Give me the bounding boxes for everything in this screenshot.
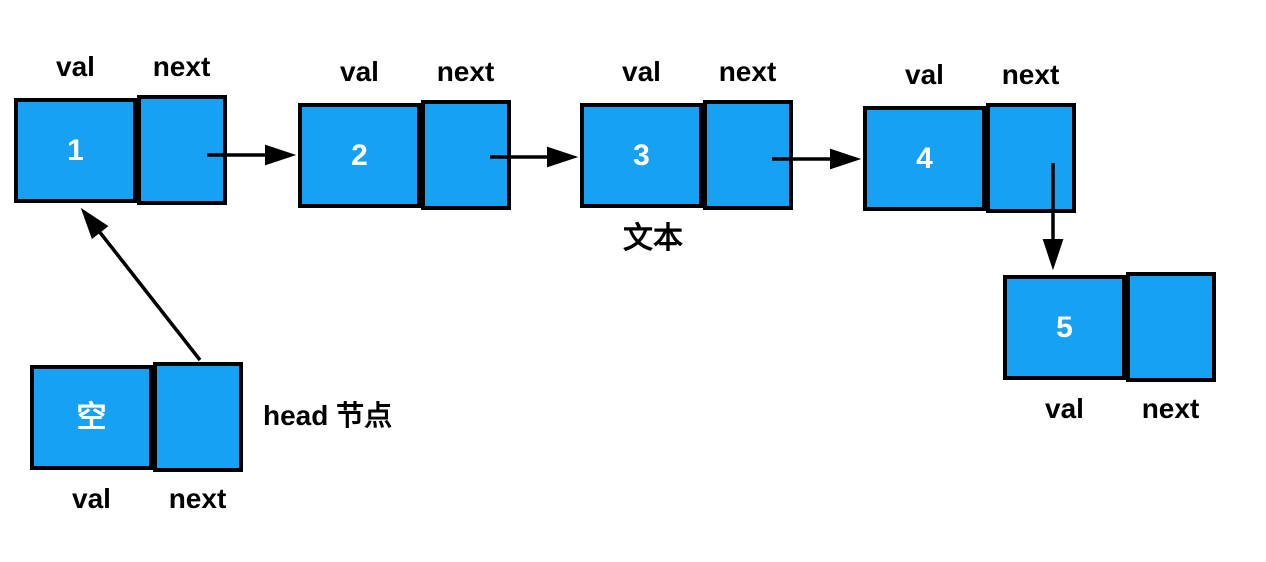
node-1-next-label: next (152, 51, 211, 82)
node-4-next-label: next (1001, 59, 1060, 90)
node-2-value: 2 (351, 138, 368, 172)
node-4-next-box (986, 103, 1076, 213)
node-1-next-box (137, 95, 227, 205)
node-1-field-labels: val next (14, 53, 226, 81)
head-node-next-box (153, 362, 243, 472)
node-3-value: 3 (633, 138, 650, 172)
head-node-caption: head 节点 (263, 400, 393, 431)
node-2-field-labels: val next (298, 58, 510, 86)
node-2: val next 2 (298, 58, 511, 210)
head-node-field-labels: val next (30, 485, 242, 513)
node-5: 5 val next (1003, 272, 1216, 423)
node-3-boxes: 3 (580, 100, 793, 210)
node-5-val-label: val (1045, 393, 1084, 424)
node-2-next-label: next (436, 56, 495, 87)
node-4-boxes: 4 (863, 103, 1076, 213)
node-5-field-labels: val next (1003, 395, 1215, 423)
node-2-val-box: 2 (298, 103, 421, 208)
node-2-next-box (421, 100, 511, 210)
node-5-val-box: 5 (1003, 275, 1126, 380)
node-3-next-label: next (718, 56, 777, 87)
node-5-next-label: next (1141, 393, 1200, 424)
head-node-value: 空 (76, 400, 107, 434)
node-3-next-box (703, 100, 793, 210)
node-5-value: 5 (1056, 310, 1073, 344)
node-2-val-label: val (340, 56, 379, 87)
node-4: val next 4 (863, 61, 1076, 213)
node-4-val-box: 4 (863, 106, 986, 211)
node-4-val-label: val (905, 59, 944, 90)
head-node-next-label: next (168, 483, 227, 514)
head-node-val-box: 空 (30, 365, 153, 470)
node-3-val-label: val (622, 56, 661, 87)
head-node: 空 val next (30, 362, 243, 513)
node-1-boxes: 1 (14, 95, 227, 205)
node-4-field-labels: val next (863, 61, 1075, 89)
head-node-boxes: 空 (30, 362, 243, 472)
node-4-value: 4 (916, 141, 933, 175)
node-1: val next 1 (14, 53, 227, 205)
node-1-val-box: 1 (14, 98, 137, 203)
node-3-field-labels: val next (580, 58, 792, 86)
node-5-next-box (1126, 272, 1216, 382)
arrow-head-to-node1-icon (80, 207, 202, 362)
node-5-boxes: 5 (1003, 272, 1216, 382)
node-3-caption: 文本 (623, 222, 683, 255)
node-1-val-label: val (56, 51, 95, 82)
node-2-boxes: 2 (298, 100, 511, 210)
node-3-val-box: 3 (580, 103, 703, 208)
node-3: val next 3 (580, 58, 793, 210)
node-1-value: 1 (67, 133, 84, 167)
head-node-val-label: val (72, 483, 111, 514)
